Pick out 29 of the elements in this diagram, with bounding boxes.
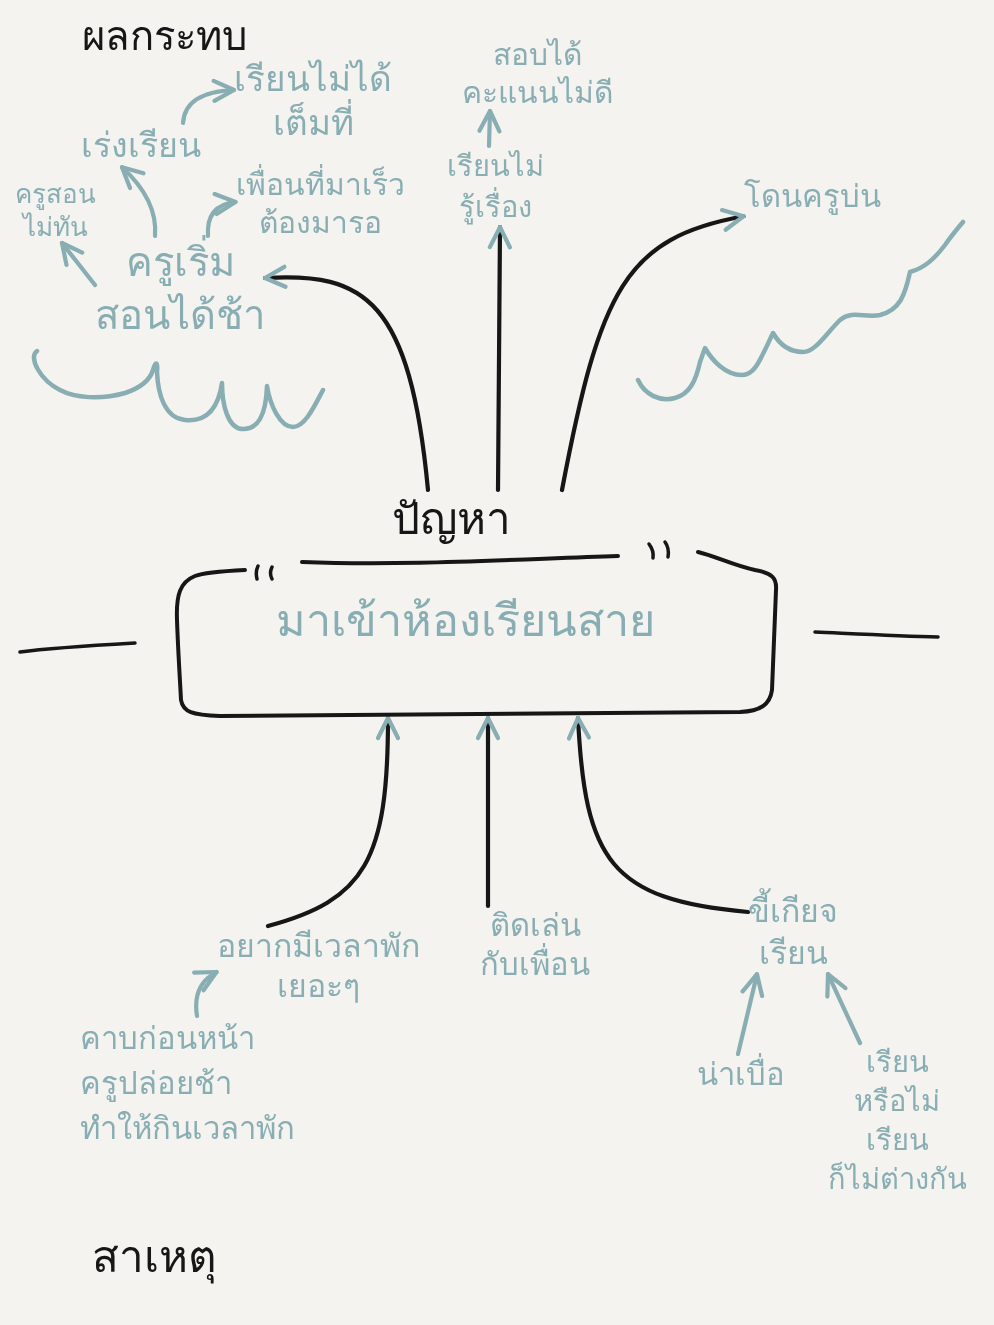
- arrow: [205, 192, 238, 239]
- effect-text: สอบได้คะแนนไม่ดี: [461, 36, 613, 111]
- effect-text: เรียนไม่รู้เรื่อง: [446, 146, 544, 228]
- cause-text: เรียนหรือไม่เรียนก็ไม่ต่างกัน: [827, 1043, 967, 1200]
- section-heading: ผลกระทบ: [82, 12, 247, 59]
- arrow: [119, 165, 158, 239]
- arrow: [477, 108, 502, 149]
- effect-text: เรียนไม่ได้เต็มที่: [234, 58, 392, 146]
- arrow: [735, 972, 765, 1057]
- arrow: [475, 715, 501, 909]
- arrow: [265, 715, 400, 929]
- arrow: [192, 969, 219, 1019]
- cause-text: คาบก่อนหน้าครูปล่อยช้าทำให้กินเวลาพัก: [80, 1016, 295, 1151]
- arrow: [59, 240, 98, 288]
- problem-heading: ปัญหา: [391, 492, 511, 546]
- arrow: [567, 715, 751, 915]
- problem-text: มาเข้าห้องเรียนสาย: [275, 593, 655, 649]
- effect-text: เร่งเรียน: [81, 123, 201, 168]
- cause-text: ติดเล่นกับเพื่อน: [480, 906, 590, 984]
- cause-text: น่าเบื่อ: [697, 1054, 785, 1095]
- arrow: [559, 208, 746, 493]
- cause-text: อยากมีเวลาพักเยอะๆ: [216, 926, 420, 1006]
- arrow: [487, 225, 512, 493]
- arrow: [180, 79, 237, 126]
- effect-text: ครูสอนไม่ทัน: [14, 178, 96, 243]
- arrow: [825, 972, 863, 1046]
- section-heading: สาเหตุ: [92, 1230, 217, 1286]
- arrow: [262, 265, 431, 493]
- effect-text: โดนครูบ่น: [743, 176, 881, 217]
